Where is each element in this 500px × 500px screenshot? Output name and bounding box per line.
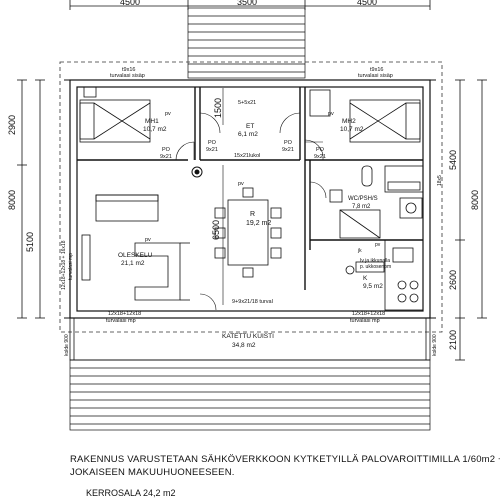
- door-et-label: 15x21lukol: [234, 153, 260, 159]
- dim-right-2: 8000: [470, 190, 480, 210]
- room-mh2-pv: pv: [328, 111, 334, 117]
- po-mh1-size: 9x21: [160, 154, 172, 160]
- room-et-name: ET: [246, 123, 254, 130]
- left-dimension: [17, 79, 45, 319]
- dim-left-1: 2900: [7, 115, 17, 135]
- porch-steps: [69, 359, 431, 431]
- bottom-right-window-label: 12x18+12x18: [352, 311, 385, 317]
- dim-top-1: 4500: [120, 0, 140, 7]
- dim-top-2: 3500: [237, 0, 257, 7]
- room-et-area: 6,1 m2: [238, 131, 258, 138]
- po-et-right-label: PO: [284, 140, 293, 146]
- kitchen-note-2: Iv ja ikkunalla: [360, 258, 390, 264]
- note-line-2: JOKAISEEN MAKUUHUONEESEEN.: [70, 467, 235, 478]
- floor-area-partial: KERROSALA 24,2 m2: [86, 488, 176, 498]
- dining-table: [214, 187, 282, 278]
- room-mh1-area: 10,7 m2: [143, 126, 167, 133]
- bed-mh1: [79, 86, 151, 143]
- bed-mh2: [309, 89, 421, 143]
- left-window-sub: turvalasi mp: [68, 253, 74, 280]
- po-mh2-label: PO: [316, 147, 325, 153]
- kitchen-note-3: p. ukkosenpm: [360, 264, 391, 270]
- kolde-right: kolde 900: [432, 334, 438, 356]
- room-kuisti-name: KATETTU KUISTI: [222, 333, 274, 340]
- wc-window-size: 18x5: [437, 175, 443, 186]
- room-r-area: 19,2 m2: [246, 220, 271, 227]
- right-dimension: [455, 79, 487, 361]
- kolde-left: kolde 900: [64, 334, 70, 356]
- note-text: RAKENNUS VARUSTETAAN SÄHKÖVERKKOON KYTKE…: [70, 453, 500, 479]
- room-kuisti-area: 34,8 m2: [232, 342, 256, 349]
- window-mh1-label: t9x16: [122, 67, 135, 73]
- room-oleskelu-name: OLESKELU: [118, 252, 153, 259]
- dim-et: 1500: [213, 98, 223, 118]
- window-et-label: 5+5x21: [238, 100, 256, 106]
- room-wc-name: WC/PSH/S: [348, 196, 378, 202]
- po-et-left-label: PO: [208, 140, 217, 146]
- room-oleskelu-area: 21,1 m2: [121, 260, 145, 267]
- wall-ends: [64, 79, 436, 319]
- dim-right-1: 5400: [448, 150, 458, 170]
- bottom-left-window-label: 12x18+12x18: [108, 311, 141, 317]
- window-mh1-sub: turvalasi sisäp: [110, 73, 145, 79]
- room-mh2-name: MH2: [342, 118, 356, 125]
- dim-right-4: 2100: [448, 330, 458, 350]
- top-dimension: [69, 0, 431, 10]
- bottom-right-window-sub: turvalasi mp: [350, 318, 380, 324]
- kitchen-pv: pv: [375, 242, 381, 248]
- po-et-left-size: 9x21: [206, 147, 218, 153]
- fireplace: [191, 166, 203, 178]
- dim-r: 6500: [211, 220, 221, 240]
- po-mh1-label: PO: [162, 147, 171, 153]
- room-r-name: R: [250, 211, 255, 218]
- room-k-name: K: [363, 275, 368, 282]
- po-mh2-size: 9x21: [314, 154, 326, 160]
- room-k-area: 9,5 m2: [363, 283, 383, 290]
- room-mh1-name: MH1: [145, 118, 159, 125]
- window-mh2-label: t9x16: [370, 67, 383, 73]
- bottom-left-window-sub: turvalasi mp: [106, 318, 136, 324]
- room-wc-area: 7,8 m2: [352, 204, 371, 210]
- bathroom-fixtures: [329, 165, 424, 239]
- roof-outline: [59, 61, 443, 333]
- living-furniture: [81, 194, 190, 301]
- entry-steps-top: [187, 7, 306, 79]
- kitchen-note-1: jk: [357, 248, 362, 254]
- dim-top-3: 4500: [357, 0, 377, 7]
- po-et-right-size: 9x21: [282, 147, 294, 153]
- note-line-1: RAKENNUS VARUSTETAAN SÄHKÖVERKKOON KYTKE…: [70, 454, 500, 465]
- bottom-door-label: 9+9x21/18 turval: [232, 299, 273, 305]
- room-oleskelu-pv: pv: [145, 237, 151, 243]
- dim-left-2: 8000: [7, 190, 17, 210]
- kitchen-counter: [345, 239, 424, 311]
- dim-left-3: 5100: [25, 232, 35, 252]
- room-mh2-area: 10,7 m2: [340, 126, 364, 133]
- room-r-pv: pv: [238, 181, 244, 187]
- left-window-label: 12x18+12x18 + 16x18: [61, 240, 67, 290]
- door-swings: [175, 112, 327, 311]
- room-mh1-pv: pv: [165, 111, 171, 117]
- dim-right-3: 2600: [448, 270, 458, 290]
- window-mh2-sub: turvalasi sisäp: [358, 73, 393, 79]
